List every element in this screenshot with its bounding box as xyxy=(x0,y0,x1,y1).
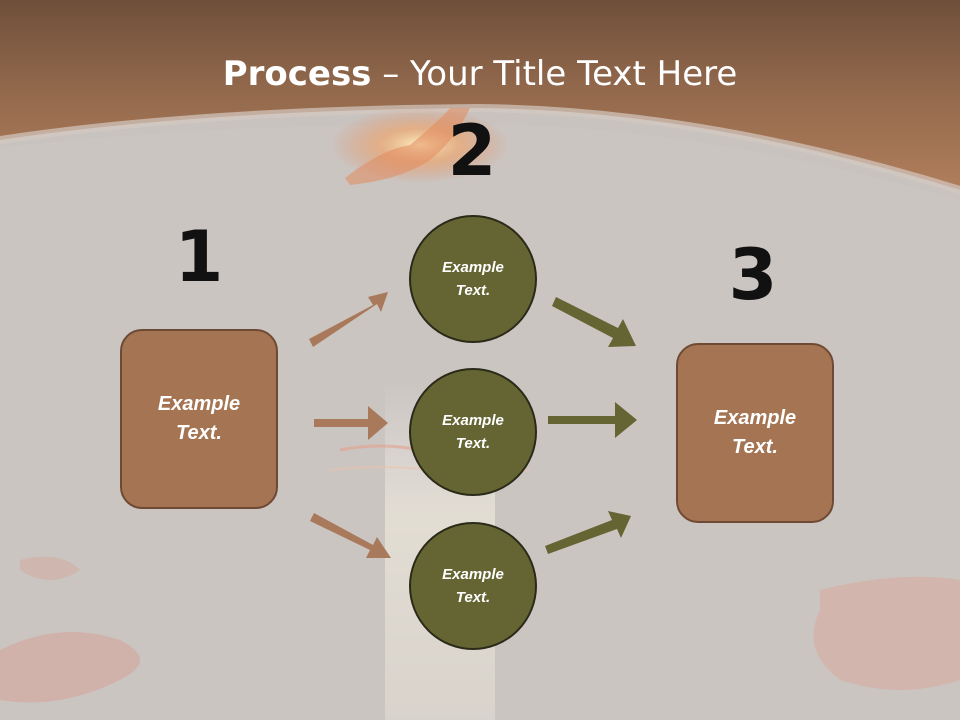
step-number-2: 2 xyxy=(447,110,497,192)
title-rest: – Your Title Text Here xyxy=(371,54,738,94)
circle-3-line2: Text. xyxy=(455,589,491,606)
slide-title: Process – Your Title Text Here xyxy=(0,52,960,96)
circle-2-line1: Example xyxy=(442,412,504,429)
arrow-circle-3-to-3 xyxy=(545,511,631,554)
arrow-1-to-circle-1 xyxy=(309,292,388,347)
step-1-box: Example Text. xyxy=(120,329,278,509)
header-band xyxy=(0,0,960,190)
arrow-1-to-circle-3 xyxy=(310,513,391,558)
circle-1-line1: Example xyxy=(442,259,504,276)
brown-arrows xyxy=(309,292,391,558)
step-number-1: 1 xyxy=(174,216,224,298)
step-3-line1: Example xyxy=(713,407,797,429)
arrow-1-to-circle-2 xyxy=(314,406,388,440)
step-1-line2: Text. xyxy=(176,422,222,444)
olive-arrows xyxy=(545,297,637,554)
step-1-line1: Example xyxy=(157,393,241,415)
title-bold: Process xyxy=(222,54,372,94)
arrow-circle-1-to-3 xyxy=(552,297,636,347)
arrow-circle-2-to-3 xyxy=(548,402,637,438)
circle-2-line2: Text. xyxy=(455,435,491,452)
step-3-box: Example Text. xyxy=(676,343,834,523)
circle-1-line2: Text. xyxy=(455,282,491,299)
step-2-circle-2: Example Text. xyxy=(409,368,537,496)
circle-3-line1: Example xyxy=(442,566,504,583)
step-3-line2: Text. xyxy=(732,436,778,458)
step-2-circle-1: Example Text. xyxy=(409,215,537,343)
step-number-3: 3 xyxy=(728,234,778,316)
step-2-circle-3: Example Text. xyxy=(409,522,537,650)
